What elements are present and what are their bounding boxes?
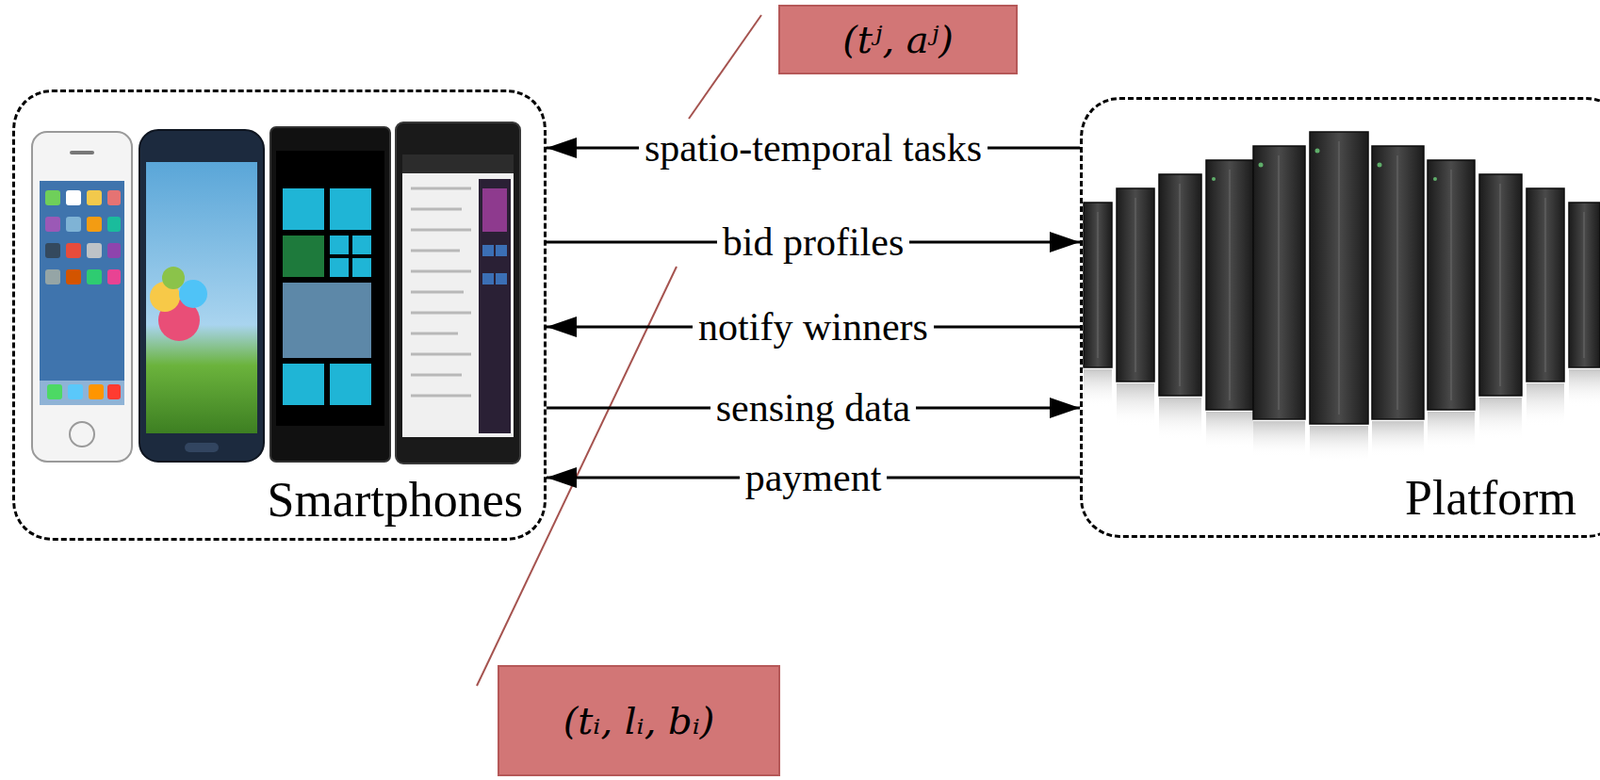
platform-group: Platform	[1079, 97, 1600, 539]
tuple-callout: (tᵢ, lᵢ, bᵢ)	[497, 665, 781, 777]
edge-label: notify winners	[692, 305, 934, 349]
node-label: Platform	[1404, 470, 1577, 527]
server-illustration	[1083, 131, 1600, 462]
edge-label: payment	[739, 456, 888, 500]
smartphones-group: Smartphones	[12, 89, 547, 541]
node-label: (tʲ, aʲ)	[842, 17, 954, 62]
edge-label: spatio-temporal tasks	[638, 126, 988, 170]
leader-line	[476, 15, 762, 686]
edge-label: sensing data	[710, 386, 916, 430]
node-label: (tᵢ, lᵢ, bᵢ)	[563, 699, 716, 743]
node-label: Smartphones	[266, 472, 523, 529]
phone-illustration	[32, 122, 521, 464]
edge-label: bid profiles	[717, 220, 910, 264]
tuple-callout: (tʲ, aʲ)	[778, 4, 1018, 75]
